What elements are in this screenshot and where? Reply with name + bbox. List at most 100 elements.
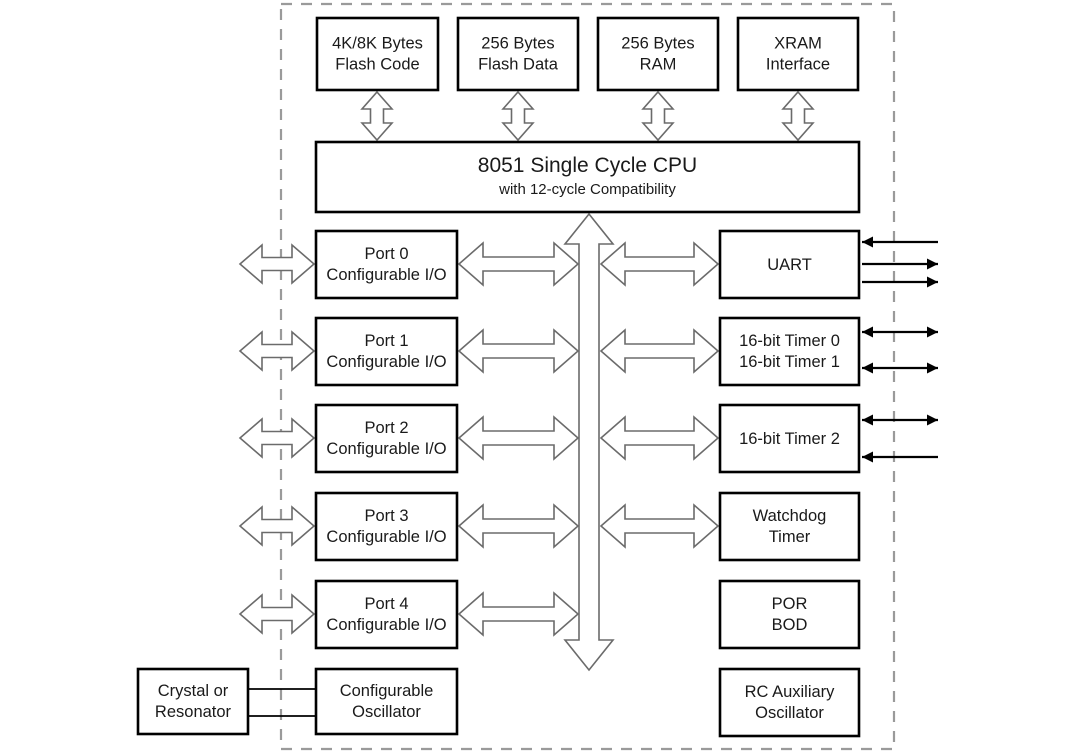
- port-block-port-3-label-line2: Configurable I/O: [326, 528, 446, 546]
- peripheral-block-watchdog-label-line1: Watchdog: [753, 507, 827, 525]
- port-block-port-2: Port 2 Configurable I/O: [314, 403, 459, 474]
- peripheral-block-por-bod-label-line2: BOD: [772, 616, 808, 634]
- port-block-port-0-rect: [314, 229, 459, 300]
- timer01-io-2-head-left: [862, 362, 873, 374]
- cpu-subtitle: with 12-cycle Compatibility: [498, 181, 676, 198]
- memory-block-ram-rect: [596, 16, 720, 92]
- uart-tx-out-2-head-right: [927, 276, 938, 288]
- memory-block-ram-label-line2: RAM: [640, 55, 677, 73]
- chip-boundary-group: [279, 2, 896, 751]
- timer01-io-1-head-right: [927, 326, 938, 338]
- port-block-port-3-label-line1: Port 3: [364, 507, 408, 525]
- timer2-io-1: [862, 414, 938, 426]
- peripheral-block-timer-0-1-label-line1: 16-bit Timer 0: [739, 332, 840, 350]
- cpu-title: 8051 Single Cycle CPU: [478, 154, 697, 177]
- peripheral-block-timer-0-1-rect: [718, 316, 861, 387]
- peripheral-block-uart: UART: [718, 229, 861, 300]
- ext-io-port-3: [238, 505, 316, 547]
- bus-arrow-flash-data: [501, 90, 535, 142]
- peripheral-block-rc-oscillator-rect: [718, 667, 861, 738]
- uart-tx-out-2: [862, 276, 938, 288]
- clock-block-configurable-osc-rect: [314, 667, 459, 736]
- cpu-block-rect: [314, 140, 861, 214]
- peripheral-block-rc-oscillator-label-line2: Oscillator: [755, 704, 824, 722]
- peripheral-block-timer-2-rect: [718, 403, 861, 474]
- peripheral-block-por-bod-rect: [718, 579, 861, 650]
- bus-link-port-3: [457, 503, 580, 549]
- port-block-port-1-label-line2: Configurable I/O: [326, 353, 446, 371]
- bus-link-uart: [599, 241, 720, 287]
- port-block-port-4-rect: [314, 579, 459, 650]
- port-block-port-2-label-line1: Port 2: [364, 419, 408, 437]
- cpu-block: 8051 Single Cycle CPU with 12-cycle Compa…: [314, 140, 861, 214]
- memory-block-xram-interface-label-line1: XRAM: [774, 34, 822, 52]
- bus-arrow-xram: [781, 90, 815, 142]
- port-block-port-0: Port 0 Configurable I/O: [314, 229, 459, 300]
- bus-link-watchdog: [599, 503, 720, 549]
- timer2-io-1-head-left: [862, 414, 873, 426]
- chip-boundary-rect: [279, 2, 896, 751]
- arrow-group: [238, 90, 938, 717]
- peripheral-block-watchdog-rect: [718, 491, 861, 562]
- memory-block-xram-interface: XRAM Interface: [736, 16, 860, 92]
- uart-tx-out-1-head-right: [927, 258, 938, 270]
- port-block-port-3-rect: [314, 491, 459, 562]
- peripheral-block-uart-label: UART: [767, 256, 812, 274]
- timer01-io-1-head-left: [862, 326, 873, 338]
- clock-block-configurable-osc-label-line2: Oscillator: [352, 703, 421, 721]
- bus-link-timer01: [599, 328, 720, 374]
- bus-link-port-4: [457, 591, 580, 637]
- clock-block-crystal-label-line1: Crystal or: [158, 682, 229, 700]
- uart-rx-in: [862, 236, 938, 248]
- memory-block-flash-code-label-line2: Flash Code: [335, 55, 419, 73]
- clock-block-crystal-rect: [136, 667, 250, 736]
- memory-block-flash-data-label-line1: 256 Bytes: [481, 34, 554, 52]
- peripheral-block-uart-rect: [718, 229, 861, 300]
- memory-block-flash-data-label-line2: Flash Data: [478, 55, 559, 73]
- port-block-port-0-label-line1: Port 0: [364, 245, 408, 263]
- memory-block-ram-label-line1: 256 Bytes: [621, 34, 694, 52]
- clock-block-crystal-label-line2: Resonator: [155, 703, 232, 721]
- memory-block-xram-interface-label-line2: Interface: [766, 55, 830, 73]
- peripheral-block-por-bod-label-line1: POR: [772, 595, 808, 613]
- port-block-port-1-rect: [314, 316, 459, 387]
- uart-tx-out-1: [862, 258, 938, 270]
- port-block-port-2-rect: [314, 403, 459, 474]
- timer01-io-2: [862, 362, 938, 374]
- timer2-io-1-head-right: [927, 414, 938, 426]
- timer01-io-1: [862, 326, 938, 338]
- port-block-port-3: Port 3 Configurable I/O: [314, 491, 459, 562]
- memory-block-xram-interface-rect: [736, 16, 860, 92]
- ext-io-port-2: [238, 417, 316, 459]
- bus-arrow-flash-code: [360, 90, 394, 142]
- peripheral-block-timer-2-label: 16-bit Timer 2: [739, 430, 840, 448]
- port-block-port-4-label-line2: Configurable I/O: [326, 616, 446, 634]
- ext-io-port-4: [238, 593, 316, 635]
- peripheral-block-timer-2: 16-bit Timer 2: [718, 403, 861, 474]
- ext-io-port-1: [238, 330, 316, 372]
- bus-arrow-ram: [641, 90, 675, 142]
- bus-link-port-2: [457, 415, 580, 461]
- port-block-port-0-label-line2: Configurable I/O: [326, 266, 446, 284]
- timer01-io-2-head-right: [927, 362, 938, 374]
- clock-block-crystal: Crystal or Resonator: [136, 667, 250, 736]
- bus-link-port-0: [457, 241, 580, 287]
- port-block-port-2-label-line2: Configurable I/O: [326, 440, 446, 458]
- ext-io-port-0: [238, 243, 316, 285]
- port-block-port-1-label-line1: Port 1: [364, 332, 408, 350]
- peripheral-block-rc-oscillator-label-line1: RC Auxiliary: [745, 683, 836, 701]
- uart-rx-in-head-left: [862, 236, 873, 248]
- bus-link-timer2: [599, 415, 720, 461]
- central-bus: [563, 212, 615, 672]
- clock-block-configurable-osc-label-line1: Configurable: [340, 682, 434, 700]
- timer2-in-head-left: [862, 451, 873, 463]
